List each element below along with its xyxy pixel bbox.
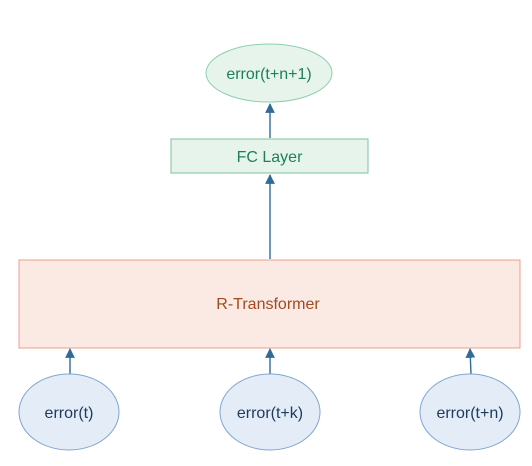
output-label: error(t+n+1) [226,66,311,83]
output-ellipse [205,43,333,103]
transformer-box [18,259,521,349]
arrow-input3-to-transformer [465,348,476,375]
input-node: error(t+n) [419,373,521,451]
input-label: error(t) [45,405,94,422]
output-node: error(t+n+1) [205,43,333,103]
input-ellipse [18,373,120,451]
input-node: error(t) [18,373,120,451]
fc-layer-label: FC Layer [237,149,303,166]
fc-layer-node: FC Layer [170,138,369,174]
transformer-label: R-Transformer [216,296,320,313]
input-ellipse [419,373,521,451]
input-node: error(t+k) [219,373,321,451]
input-ellipse [219,373,321,451]
fc-layer-box [170,138,369,174]
input-label: error(t+n) [436,405,503,422]
transformer-node: R-Transformer [18,259,521,349]
input-label: error(t+k) [237,405,303,422]
